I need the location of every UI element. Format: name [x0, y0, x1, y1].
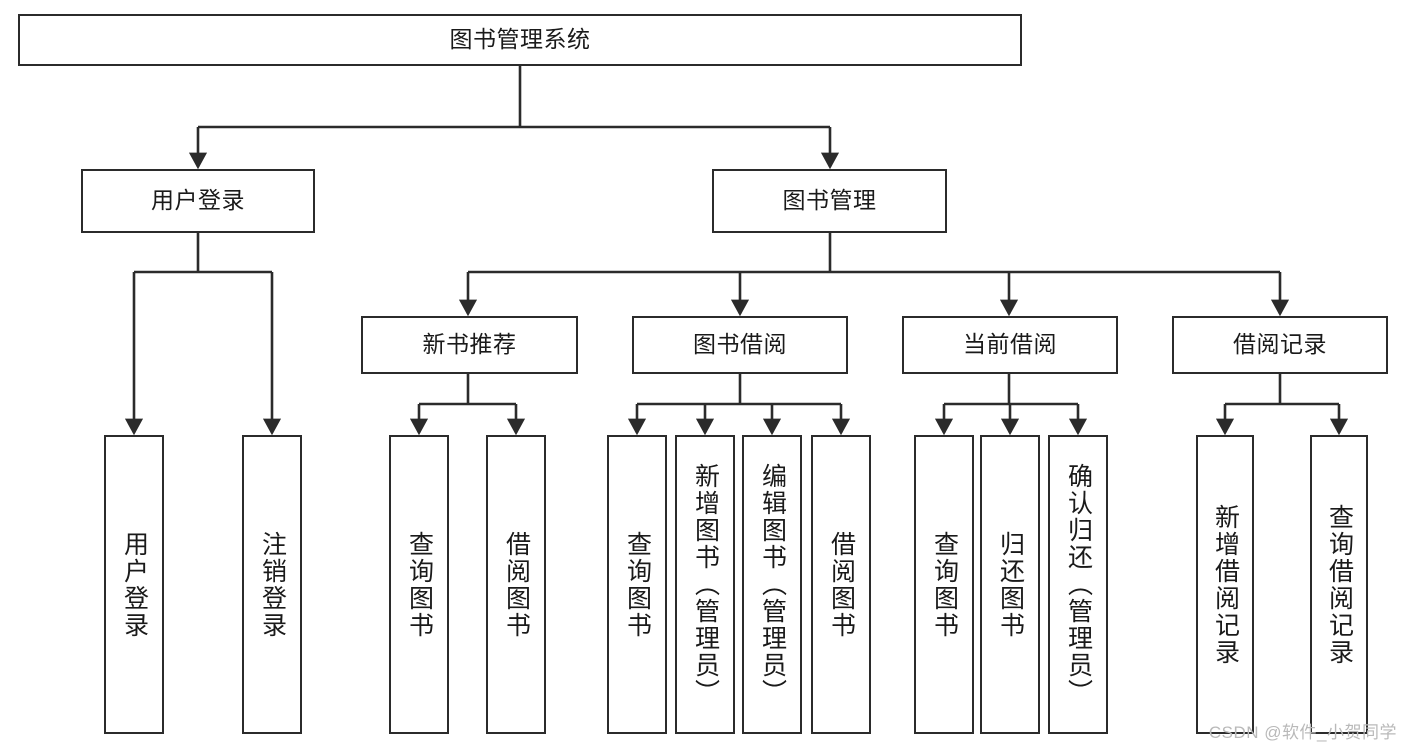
node-current-borrow-label: 当前借阅: [963, 331, 1057, 358]
node-leaf-add-book-label: 新增图书（管理员）: [691, 463, 720, 706]
node-leaf-borrow-book-1[interactable]: 借阅图书: [486, 435, 546, 734]
node-leaf-return-book[interactable]: 归还图书: [980, 435, 1040, 734]
node-current-borrow[interactable]: 当前借阅: [902, 316, 1118, 374]
node-leaf-add-book[interactable]: 新增图书（管理员）: [675, 435, 735, 734]
node-leaf-user-login-label: 用户登录: [120, 530, 149, 639]
node-leaf-edit-book-label: 编辑图书（管理员）: [758, 463, 787, 706]
node-leaf-confirm-return[interactable]: 确认归还（管理员）: [1048, 435, 1108, 734]
node-new-book-recommend-label: 新书推荐: [422, 331, 517, 358]
node-book-borrow[interactable]: 图书借阅: [632, 316, 848, 374]
node-leaf-edit-book[interactable]: 编辑图书（管理员）: [742, 435, 802, 734]
node-root-book-management-system[interactable]: 图书管理系统: [18, 14, 1022, 66]
node-leaf-add-record-label: 新增借阅记录: [1211, 503, 1240, 666]
node-borrow-record-label: 借阅记录: [1233, 331, 1327, 358]
node-leaf-borrow-book-1-label: 借阅图书: [502, 530, 531, 639]
node-leaf-logout-login[interactable]: 注销登录: [242, 435, 302, 734]
node-leaf-query-book-1-label: 查询图书: [405, 530, 434, 639]
node-leaf-borrow-book-2-label: 借阅图书: [827, 530, 856, 639]
node-leaf-query-book-3-label: 查询图书: [930, 530, 959, 639]
node-leaf-return-book-label: 归还图书: [996, 530, 1025, 639]
node-leaf-logout-login-label: 注销登录: [258, 530, 287, 639]
node-new-book-recommend[interactable]: 新书推荐: [361, 316, 578, 374]
node-leaf-query-book-2[interactable]: 查询图书: [607, 435, 667, 734]
node-user-login[interactable]: 用户登录: [81, 169, 315, 233]
node-leaf-query-record-label: 查询借阅记录: [1325, 503, 1354, 666]
node-leaf-confirm-return-label: 确认归还（管理员）: [1064, 463, 1093, 706]
node-book-management[interactable]: 图书管理: [712, 169, 947, 233]
node-borrow-record[interactable]: 借阅记录: [1172, 316, 1388, 374]
csdn-watermark: CSDN @软件_小贺同学: [1208, 723, 1397, 742]
node-leaf-query-book-1[interactable]: 查询图书: [389, 435, 449, 734]
node-user-login-label: 用户登录: [151, 187, 245, 214]
node-book-management-label: 图书管理: [782, 187, 877, 214]
node-leaf-query-book-2-label: 查询图书: [623, 530, 652, 639]
node-leaf-query-book-3[interactable]: 查询图书: [914, 435, 974, 734]
node-leaf-add-record[interactable]: 新增借阅记录: [1196, 435, 1254, 734]
node-root-label: 图书管理系统: [449, 26, 591, 53]
node-leaf-borrow-book-2[interactable]: 借阅图书: [811, 435, 871, 734]
node-leaf-user-login[interactable]: 用户登录: [104, 435, 164, 734]
node-leaf-query-record[interactable]: 查询借阅记录: [1310, 435, 1368, 734]
node-book-borrow-label: 图书借阅: [693, 331, 787, 358]
